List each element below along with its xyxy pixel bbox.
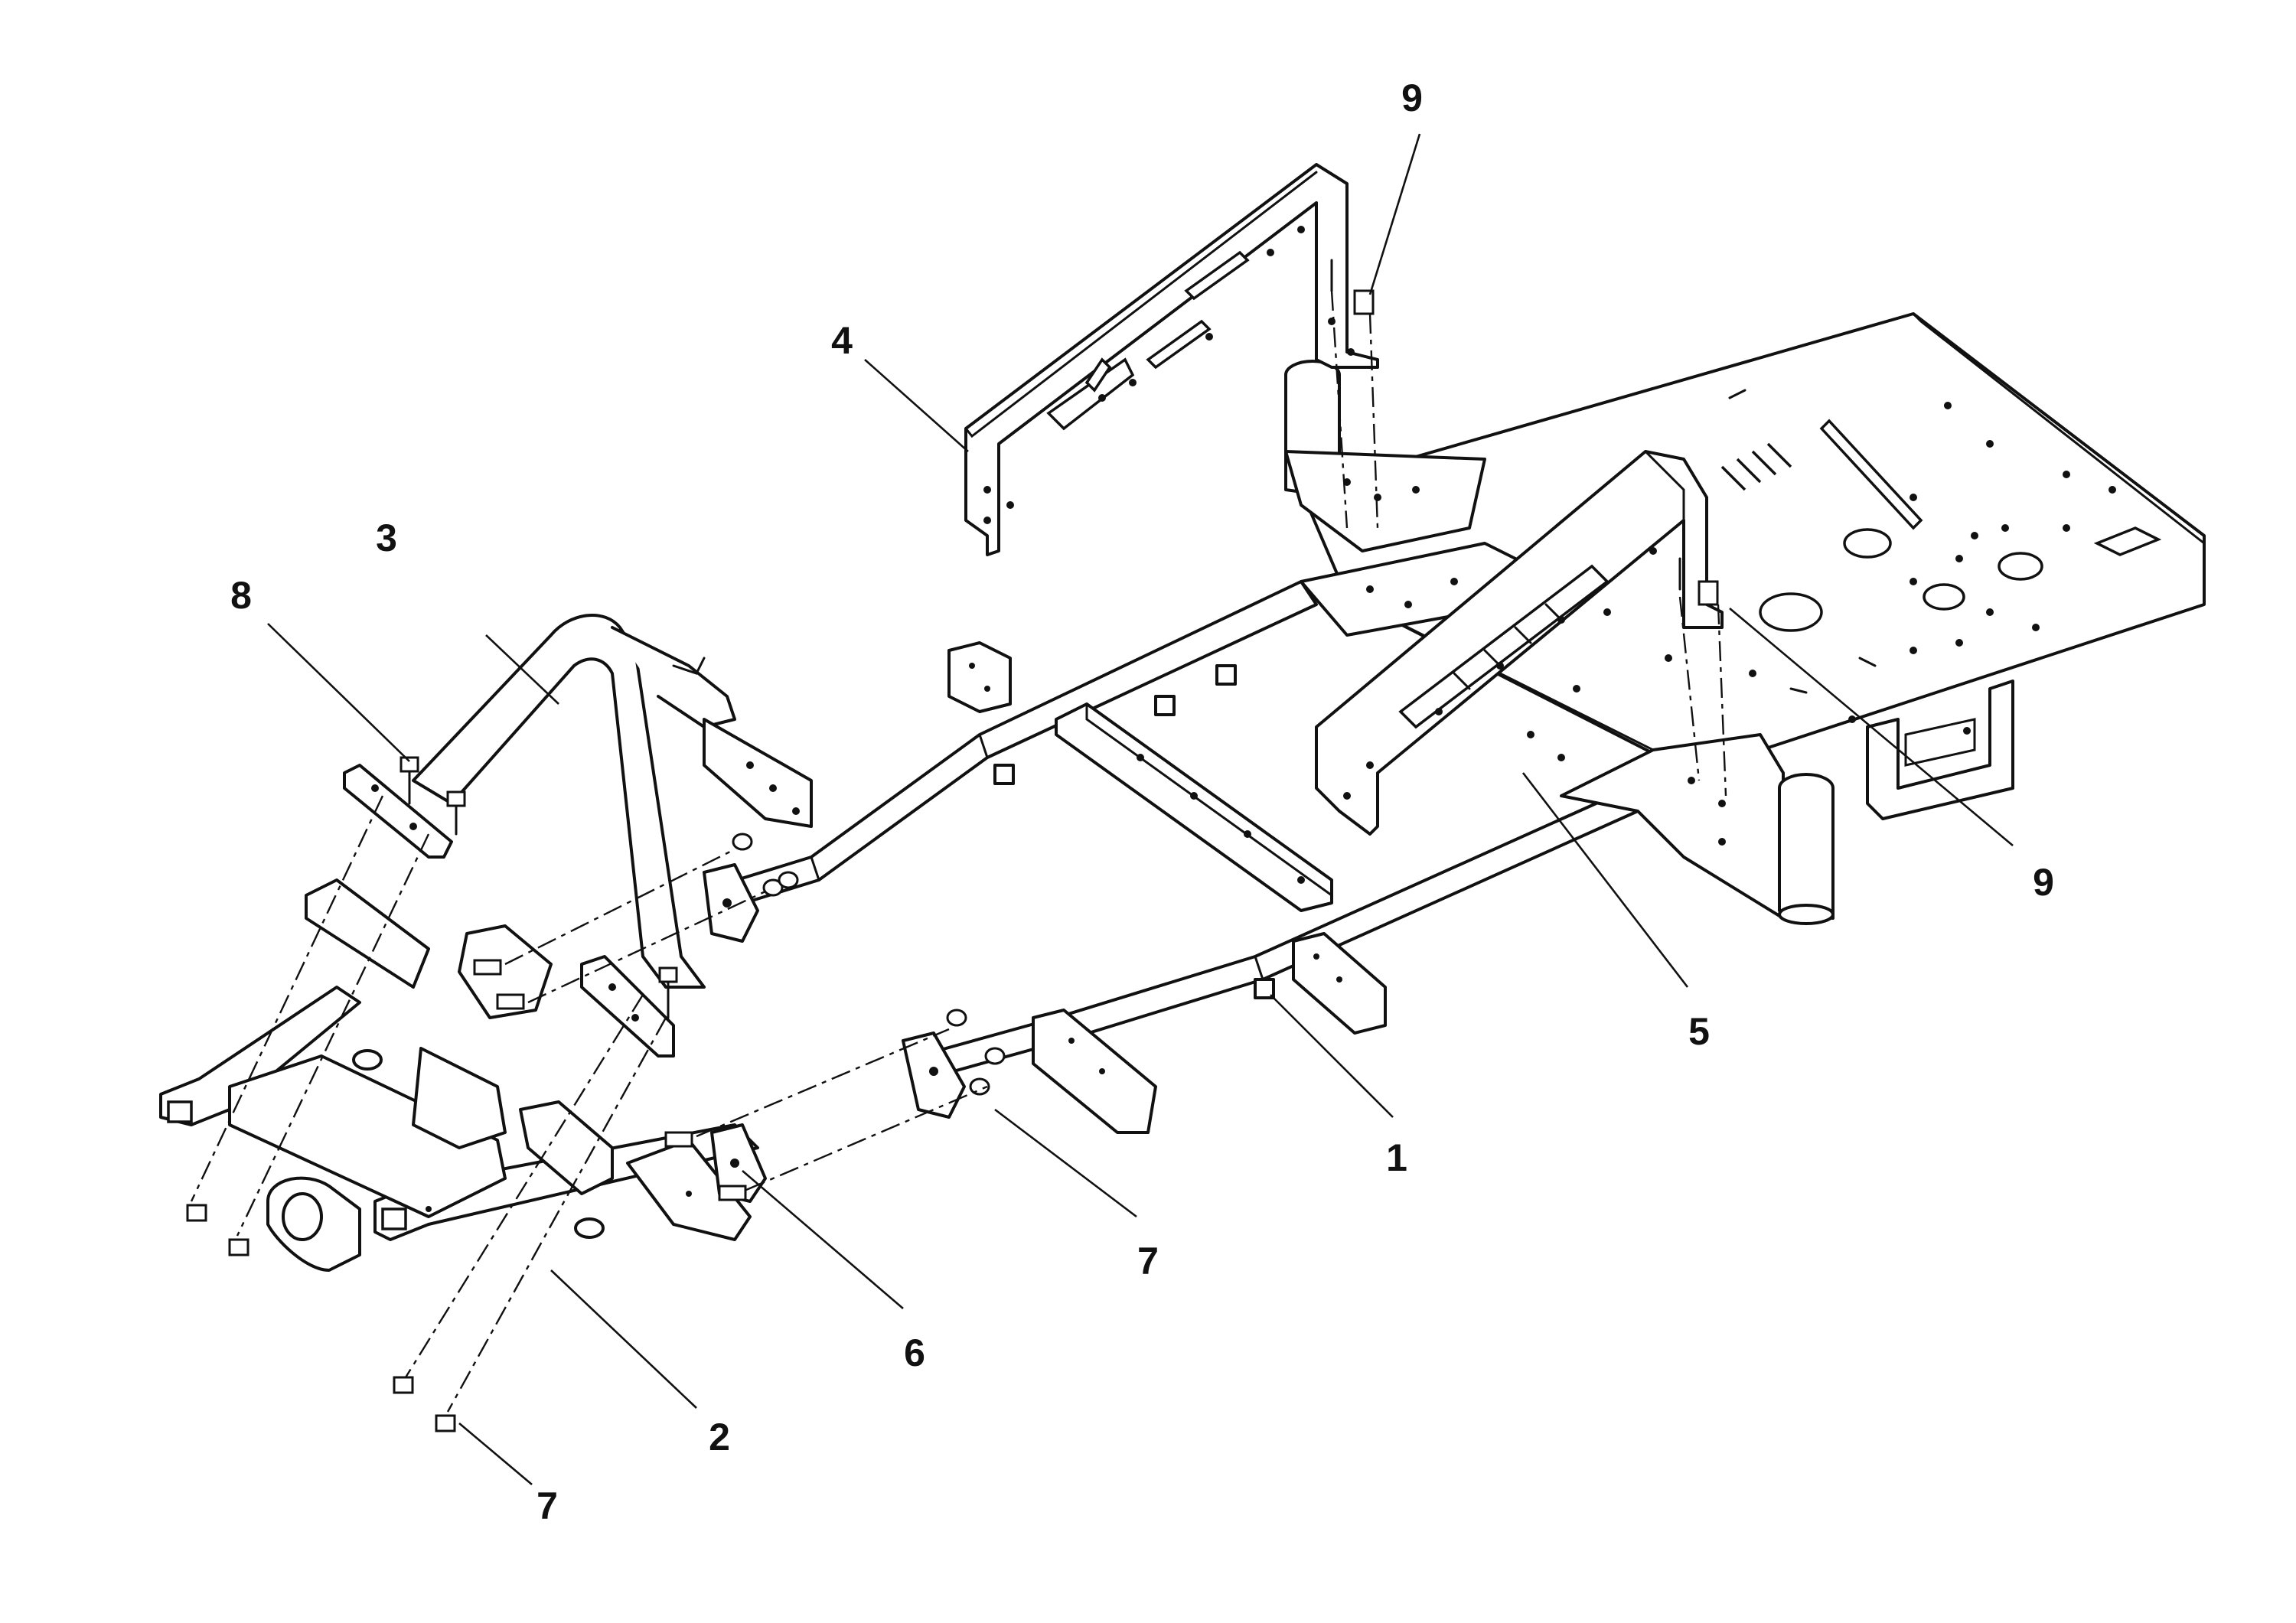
callout-6: 6 bbox=[904, 1331, 925, 1374]
leader-lines bbox=[267, 133, 2014, 1485]
channel-bracket-part-5 bbox=[1315, 450, 1724, 836]
callout-7-lower: 7 bbox=[536, 1484, 558, 1527]
pivot-plate-part-6 bbox=[703, 863, 966, 1203]
callout-9-top: 9 bbox=[1401, 77, 1423, 119]
callout-3: 3 bbox=[376, 517, 397, 559]
callout-8: 8 bbox=[230, 574, 252, 617]
callouts: 1 2 3 4 5 6 7 7 8 9 9 bbox=[230, 77, 2054, 1527]
callout-7-upper: 7 bbox=[1137, 1240, 1159, 1282]
rollover-bar-part-3 bbox=[343, 614, 813, 1058]
deck-plate bbox=[1300, 312, 2206, 820]
callout-1: 1 bbox=[1386, 1136, 1407, 1179]
bolt-part-8 bbox=[400, 756, 747, 1201]
callout-5: 5 bbox=[1688, 1010, 1710, 1053]
callout-4: 4 bbox=[831, 319, 853, 362]
front-axle-part-2 bbox=[159, 878, 759, 1272]
callout-9-right: 9 bbox=[2033, 861, 2054, 904]
nuts-part-7 bbox=[186, 833, 1006, 1432]
assembly-centerlines bbox=[190, 290, 1727, 1413]
upper-bracket-part-4 bbox=[964, 163, 1379, 556]
seat-pillar-right bbox=[1778, 773, 1835, 925]
callout-2: 2 bbox=[709, 1416, 730, 1458]
seat-pillar bbox=[1284, 360, 1486, 552]
